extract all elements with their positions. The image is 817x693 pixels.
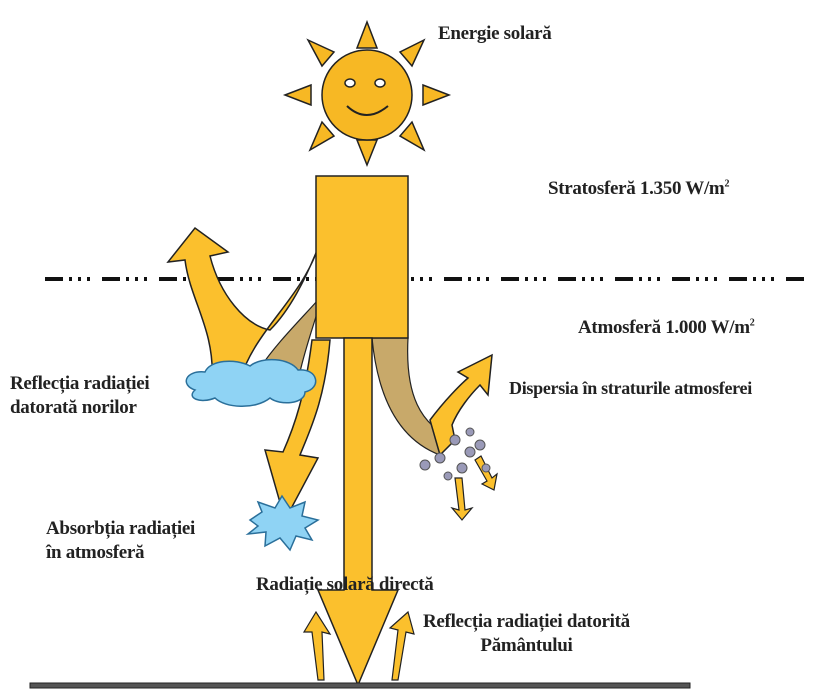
stratosphere-exponent: 2 (724, 179, 729, 190)
absorption-label: Absorbția radiației în atmosferă (46, 517, 195, 565)
dispersion-arrow (430, 355, 492, 455)
stratosphere-text: Stratosferă 1.350 W/m (548, 178, 724, 199)
cloud-reflection-line2: datorată norilor (10, 396, 149, 420)
ground-line (30, 683, 690, 688)
atmosphere-label: Atmosferă 1.000 W/m2 (578, 316, 754, 340)
atmosphere-text: Atmosferă 1.000 W/m (578, 317, 750, 338)
ground-reflection-line1: Reflecția radiației datorită (423, 610, 630, 634)
solar-energy-label: Energie solară (438, 22, 551, 46)
direct-radiation-label: Radiație solară directă (256, 573, 433, 597)
atmosphere-exponent: 2 (750, 318, 755, 329)
cloud-reflection-label: Reflecția radiației datorată norilor (10, 372, 149, 420)
stratosphere-label: Stratosferă 1.350 W/m2 (548, 177, 729, 201)
dispersion-label: Dispersia în straturile atmosferei (509, 377, 752, 400)
absorption-line1: Absorbția radiației (46, 517, 195, 541)
sun-icon (285, 22, 449, 165)
cloud-reflection-line1: Reflecția radiației (10, 372, 149, 396)
ground-reflection-line2: Pământului (423, 634, 630, 658)
absorption-line2: în atmosferă (46, 541, 195, 565)
stratosphere-column (316, 176, 408, 338)
ground-reflection-label: Reflecția radiației datorită Pământului (423, 610, 630, 658)
absorption-burst-icon (248, 496, 318, 550)
